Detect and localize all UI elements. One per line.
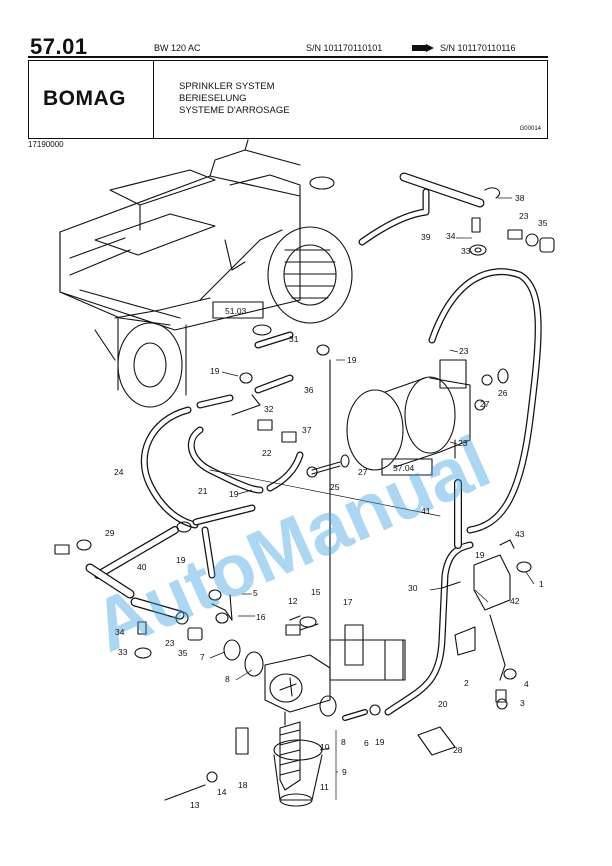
callout-label: 35 — [178, 648, 188, 658]
title-block-divider — [153, 61, 154, 138]
callout-label: 19 — [347, 355, 357, 365]
header-rule — [28, 56, 548, 58]
callout-label: 32 — [264, 404, 274, 414]
callout-label: 3 — [520, 698, 525, 708]
callout-label: 34 — [446, 231, 456, 241]
machine-illustration — [59, 139, 353, 408]
callout-label: 14 — [217, 787, 227, 797]
callout-label: 33 — [118, 647, 128, 657]
pump-assembly — [164, 359, 381, 807]
callout-label: 40 — [137, 562, 147, 572]
callout-label: 4 — [524, 679, 529, 689]
callout-label: 9 — [342, 767, 347, 777]
bomag-logo: BOMAG — [43, 87, 126, 110]
title-block: BOMAG SPRINKLER SYSTEM BERIESELUNG SYSTE… — [28, 60, 548, 139]
callout-label: 25 — [330, 482, 340, 492]
callout-label: 19 — [229, 489, 239, 499]
ref-label: 57.04 — [393, 463, 415, 473]
callout-label: 19 — [375, 737, 385, 747]
callout-label: 28 — [453, 745, 463, 755]
callout-label: 5 — [253, 588, 258, 598]
callout-label: 1 — [539, 579, 544, 589]
callout-label: 16 — [256, 612, 266, 622]
callout-label: 23 — [519, 211, 529, 221]
callout-label: 41 — [421, 506, 431, 516]
callout-label: 19 — [210, 366, 220, 376]
callout-label: 26 — [498, 388, 508, 398]
callout-label: 23 — [458, 438, 468, 448]
title-en: SPRINKLER SYSTEM — [179, 81, 275, 92]
callout-label: 42 — [510, 596, 520, 606]
ref-label: 51.03 — [225, 306, 247, 316]
callout-label: 19 — [475, 550, 485, 560]
drawing-code: G00014 — [519, 126, 541, 132]
callout-label: 38 — [515, 193, 525, 203]
page-number: 57.01 — [30, 34, 88, 59]
model-label: BW 120 AC — [154, 43, 201, 53]
callout-label: 13 — [190, 800, 200, 810]
callout-label: 34 — [115, 627, 125, 637]
callout-label: 21 — [198, 486, 208, 496]
callout-label: 8 — [225, 674, 230, 684]
callout-label: 23 — [165, 638, 175, 648]
callout-label: 8 — [341, 737, 346, 747]
callout-label: 19 — [176, 555, 186, 565]
serial-from: S/N 101170110101 — [306, 43, 383, 53]
arrow-right-icon — [412, 44, 434, 52]
callout-label: 37 — [302, 425, 312, 435]
callout-label: 7 — [200, 652, 205, 662]
callout-label: 33 — [461, 246, 471, 256]
callout-label: 36 — [304, 385, 314, 395]
callout-label: 17 — [343, 597, 353, 607]
callout-label: 29 — [105, 528, 115, 538]
callout-label: 27 — [480, 399, 490, 409]
callout-label: 39 — [421, 232, 431, 242]
title-de: BERIESELUNG — [179, 93, 247, 104]
callout-label: 15 — [311, 587, 321, 597]
callout-label: 43 — [515, 529, 525, 539]
callout-label: 20 — [438, 699, 448, 709]
part-number: 17190000 — [28, 140, 64, 149]
callout-label: 2 — [464, 678, 469, 688]
callout-label: 10 — [320, 742, 330, 752]
callout-label: 12 — [288, 596, 298, 606]
callout-label: 23 — [459, 346, 469, 356]
callout-label: 30 — [408, 583, 418, 593]
title-fr: SYSTEME D'ARROSAGE — [179, 105, 290, 116]
callout-label: 31 — [289, 334, 299, 344]
ref-box-57-04 — [381, 458, 433, 476]
callout-label: 22 — [262, 448, 272, 458]
ref-box-51-03 — [212, 301, 264, 319]
serial-to: S/N 101170110116 — [440, 43, 516, 53]
title-text: SPRINKLER SYSTEM BERIESELUNG SYSTEME D'A… — [179, 81, 290, 117]
callout-label: 18 — [238, 780, 248, 790]
callout-label: 35 — [538, 218, 548, 228]
filter-assembly — [346, 359, 509, 471]
callout-label: 24 — [114, 467, 124, 477]
callout-label: 27 — [358, 467, 368, 477]
callout-label: 6 — [364, 738, 369, 748]
callout-label: 11 — [320, 782, 329, 792]
callout-labels: 1 2 3 4 5 6 7 8 8 9 10 11 12 13 14 15 16… — [105, 193, 548, 810]
